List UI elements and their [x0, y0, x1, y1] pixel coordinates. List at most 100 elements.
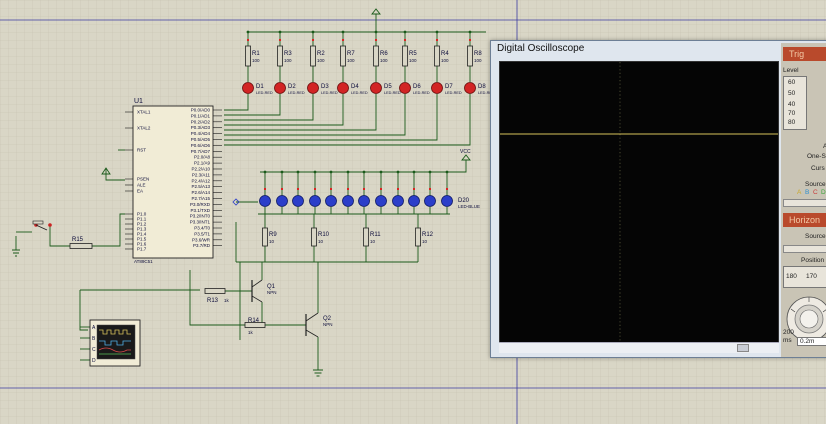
scope-channel-2: C [92, 347, 96, 353]
switch-body [32, 220, 44, 225]
mcu-right-pin-14: P2.6/A14 [191, 190, 210, 195]
led-blue-0 [259, 195, 271, 207]
resistor-val-7: 100 [474, 58, 482, 63]
resistor-mid-val-1: 10 [318, 239, 324, 244]
timebase-field[interactable]: 0.2m [797, 337, 826, 346]
transistor-q1-body [251, 279, 263, 303]
resistor-r8 [467, 45, 473, 67]
dial-label-1: ms [783, 337, 792, 344]
source-d[interactable]: D [821, 189, 826, 196]
led-blue-7 [375, 195, 387, 207]
mcu-right-pin-7: P0.7/AD7 [191, 149, 211, 154]
resistor-ref-0: R1 [252, 51, 260, 57]
mcu-u1 [132, 105, 214, 259]
resistor-val-2: 100 [317, 58, 325, 63]
mcu-left-pin-7: P1.1 [137, 217, 147, 222]
scope-scrollbar[interactable] [499, 342, 779, 353]
led-blue-8 [392, 195, 404, 207]
level-tick-1: 50 [788, 90, 796, 97]
resistor-r10 [311, 227, 317, 247]
resistor-ref-3: R7 [347, 51, 355, 57]
r14-ref: R14 [248, 318, 260, 324]
r15-ref: R15 [72, 237, 84, 243]
panel-line-0: A [823, 143, 826, 150]
led-red-3 [337, 82, 349, 94]
mcu-right-pin-20: P3.4/T0 [194, 226, 210, 231]
resistor-mid-ref-0: R9 [269, 232, 277, 238]
q2-ref: Q2 [323, 316, 332, 322]
resistor-mid-val-0: 10 [269, 239, 275, 244]
resistor-val-3: 100 [347, 58, 355, 63]
resistor-mid-val-3: 10 [422, 239, 428, 244]
resistor-r4 [434, 45, 440, 67]
resistor-r12 [415, 227, 421, 247]
transistor-q2-body [305, 312, 319, 338]
resistor-val-4: 100 [380, 58, 388, 63]
level-label: Level [783, 67, 799, 74]
mcu-right-pin-2: P0.2/AD2 [191, 119, 211, 124]
mcu-right-pin-11: P2.3/A11 [192, 172, 211, 177]
led-blue-6 [358, 195, 370, 207]
window-title: Digital Oscilloscope [497, 43, 585, 54]
trigger-source-label: Source [805, 181, 826, 188]
source-b[interactable]: B [805, 189, 810, 196]
resistor-val-6: 100 [441, 58, 449, 63]
r13-val: 1k [224, 298, 230, 303]
led-ref-0: D1 [256, 84, 264, 90]
mcu-right-pin-9: P2.1/A9 [194, 161, 211, 166]
vcc-terminal [461, 154, 471, 161]
resistor-r11 [363, 227, 369, 247]
led-type-4: LED-RED [384, 91, 401, 95]
position-dial[interactable]: 180 170 [783, 266, 826, 288]
top-power-terminal [371, 8, 381, 15]
resistor-r3 [277, 45, 283, 67]
led-type-7: LED-RED [478, 91, 495, 95]
led-type-6: LED-RED [445, 91, 462, 95]
ground-symbol [101, 167, 111, 175]
q1-type: NPN [267, 290, 277, 295]
resistor-ref-4: R6 [380, 51, 388, 57]
resistor-r9 [262, 227, 268, 247]
probe-trace-b [99, 340, 131, 346]
source-c[interactable]: C [813, 189, 818, 196]
mcu-right-pin-4: P0.4/AD4 [191, 131, 211, 136]
mcu-right-pin-15: P2.7/A15 [191, 196, 210, 201]
led-blue-5 [342, 195, 354, 207]
level-tick-2: 40 [788, 101, 796, 108]
scrollbar-thumb[interactable] [737, 344, 749, 352]
q1-ref: Q1 [267, 284, 276, 290]
mcu-left-pin-8: P1.2 [137, 222, 147, 227]
dial-label-0: 200 [783, 329, 794, 336]
scope-channel-1: B [92, 336, 96, 342]
led-ref-4: D5 [384, 84, 392, 90]
resistor-val-1: 100 [284, 58, 292, 63]
led-blue-4 [325, 195, 337, 207]
trigger-slider[interactable] [783, 199, 826, 207]
mcu-right-pin-13: P2.5/A13 [191, 184, 210, 189]
led-blue-3 [309, 195, 321, 207]
timebase-knob[interactable] [783, 293, 826, 343]
trigger-heading: Trig [783, 47, 826, 61]
resistor-r5 [402, 45, 408, 67]
led-ref-2: D3 [321, 84, 329, 90]
mcu-right-pin-0: P0.0/AD0 [191, 108, 211, 113]
panel-line-2: Curs [811, 165, 825, 172]
resistor-mid-val-2: 10 [370, 239, 376, 244]
level-dial[interactable]: 60 50 40 70 80 [783, 76, 807, 130]
horizontal-source-label: Source [805, 233, 826, 240]
oscilloscope-window[interactable]: Digital Oscilloscope Trig Level 60 50 40… [490, 40, 826, 358]
led-blue-11 [441, 195, 453, 207]
panel-line-1: One-S [807, 153, 826, 160]
mcu-right-pin-18: P3.2/INT0 [190, 214, 211, 219]
led-ref-1: D2 [288, 84, 296, 90]
source-a[interactable]: A [797, 189, 802, 196]
led-red-4 [370, 82, 382, 94]
resistor-mid-ref-2: R11 [370, 232, 381, 238]
resistor-ref-6: R4 [441, 51, 449, 57]
mcu-right-pin-12: P2.4/A12 [191, 178, 210, 183]
horizontal-source-slider[interactable] [783, 245, 826, 253]
oscilloscope-screen [499, 61, 779, 351]
resistor-ref-5: R5 [409, 51, 417, 57]
q2-type: NPN [323, 322, 333, 327]
mcu-ref: U1 [134, 98, 143, 105]
